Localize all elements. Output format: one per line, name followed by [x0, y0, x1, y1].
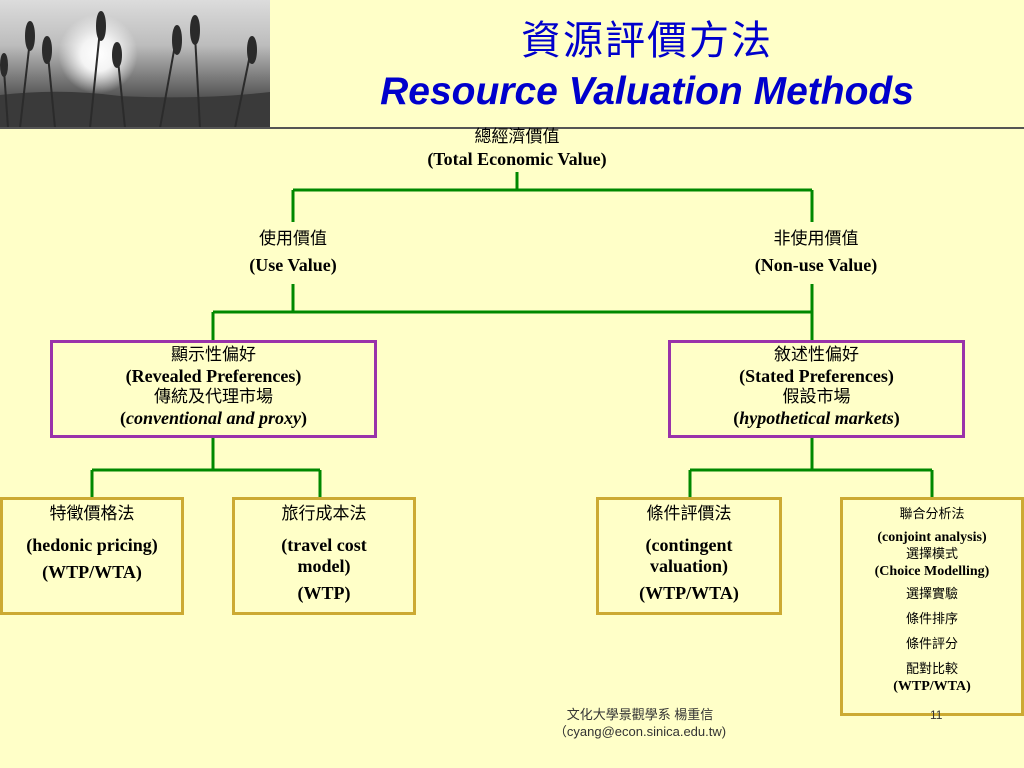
title-english: Resource Valuation Methods	[380, 70, 914, 113]
hedonic-zh: 特徵價格法	[49, 504, 135, 524]
hedonic-en: (hedonic pricing)	[26, 535, 158, 555]
non-use-value: 非使用價值 (Non-use Value)	[686, 228, 946, 276]
conjoint-en2: (Choice Modelling)	[874, 564, 990, 579]
total-en: (Total Economic Value)	[427, 149, 607, 169]
conjoint-analysis-box: 聯合分析法 (conjoint analysis) 選擇模式 (Choice M…	[840, 497, 1024, 716]
conjoint-en: (conjoint analysis)	[877, 530, 987, 545]
conjoint-item-2: 條件排序	[905, 612, 958, 627]
contingent-zh: 條件評價法	[646, 504, 732, 524]
stated-en2: (hypothetical markets)	[733, 408, 900, 428]
revealed-zh2: 傳統及代理市場	[154, 387, 273, 407]
header-divider	[0, 127, 1024, 129]
revealed-zh: 顯示性偏好	[171, 345, 256, 365]
nonuse-zh: 非使用價值	[773, 229, 859, 249]
footer-line2: （cyang@econ.sinica.edu.tw)	[553, 724, 727, 739]
revealed-preferences-box: 顯示性偏好 (Revealed Preferences) 傳統及代理市場 (co…	[50, 340, 377, 438]
conjoint-zh2: 選擇模式	[905, 547, 958, 562]
contingent-wtp: (WTP/WTA)	[639, 583, 739, 603]
use-zh: 使用價值	[259, 229, 327, 249]
conjoint-item-3: 條件評分	[905, 637, 958, 652]
hedonic-pricing-box: 特徵價格法 (hedonic pricing) (WTP/WTA)	[0, 497, 184, 615]
title-chinese: 資源評價方法	[521, 18, 773, 64]
conjoint-item-4: 配對比較	[905, 662, 958, 677]
travel-en: (travel cost model)	[281, 535, 367, 576]
footer-credit: 文化大學景觀學系 楊重信 （cyang@econ.sinica.edu.tw)	[520, 706, 760, 740]
use-en: (Use Value)	[249, 255, 337, 275]
revealed-en2: (conventional and proxy)	[119, 408, 307, 428]
conjoint-wtp: (WTP/WTA)	[893, 679, 971, 694]
hedonic-wtp: (WTP/WTA)	[42, 562, 142, 582]
travel-wtp: (WTP)	[297, 583, 351, 603]
stated-zh: 敘述性偏好	[774, 345, 859, 365]
stated-preferences-box: 敘述性偏好 (Stated Preferences) 假設市場 (hypothe…	[668, 340, 965, 438]
travel-cost-box: 旅行成本法 (travel cost model) (WTP)	[232, 497, 416, 615]
footer-line1: 文化大學景觀學系 楊重信	[566, 707, 714, 722]
page-number: 11	[930, 708, 943, 722]
total-economic-value: 總經濟價值 (Total Economic Value)	[367, 126, 667, 170]
wheat-field-photo	[0, 0, 270, 128]
stated-en: (Stated Preferences)	[739, 366, 894, 386]
conjoint-item-1: 選擇實驗	[905, 587, 958, 602]
total-zh: 總經濟價值	[474, 127, 560, 147]
nonuse-en: (Non-use Value)	[754, 255, 878, 275]
contingent-en: (contingent valuation)	[645, 535, 733, 576]
use-value: 使用價值 (Use Value)	[168, 228, 418, 276]
conjoint-zh: 聯合分析法	[899, 507, 965, 522]
stated-zh2: 假設市場	[782, 387, 851, 407]
revealed-en: (Revealed Preferences)	[125, 366, 302, 386]
contingent-valuation-box: 條件評價法 (contingent valuation) (WTP/WTA)	[596, 497, 782, 615]
travel-zh: 旅行成本法	[281, 504, 367, 524]
